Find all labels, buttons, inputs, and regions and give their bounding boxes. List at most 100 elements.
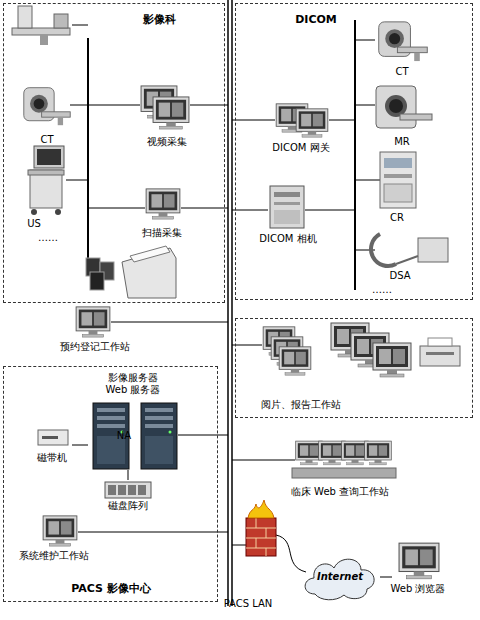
capture-node: 扫描采集	[140, 185, 190, 240]
xray-table-part	[18, 6, 32, 28]
disk-array	[105, 482, 151, 498]
cr-reader-part	[384, 184, 412, 202]
tape-node: 磁带机	[32, 422, 72, 468]
cr-reader	[380, 152, 416, 208]
clinical-workstations-part	[296, 441, 323, 465]
network-wires-part	[78, 532, 228, 533]
device-node: CT	[20, 82, 75, 148]
device-node: US	[20, 142, 75, 234]
dsa-c-arm-part	[371, 234, 396, 266]
disk-array-part	[105, 482, 151, 498]
cloud-shape	[305, 559, 374, 600]
network-wires-part	[70, 105, 88, 106]
browser-node: Web 浏览器	[392, 540, 448, 606]
ultrasound-cart-part	[28, 170, 64, 175]
dicom-camera-part	[274, 210, 300, 224]
cr-reader-part	[384, 174, 412, 178]
mr-scanner-part	[389, 99, 403, 113]
node-label: Internet	[317, 571, 363, 583]
dicom-camera-part	[274, 192, 300, 197]
node-label: MR	[394, 136, 410, 148]
clinical-workstations-part	[365, 441, 392, 465]
firewall	[246, 500, 276, 556]
node-label: US	[27, 218, 41, 230]
device-node: CR	[372, 150, 427, 225]
network-wires-part	[232, 210, 268, 211]
monitor-icon	[373, 343, 411, 377]
dicom-camera-part	[270, 186, 304, 228]
ct-scanner-icon	[379, 22, 428, 61]
dsa-c-arm-part	[396, 256, 418, 264]
workstation-node: 系统维护工作站	[14, 515, 94, 565]
ultrasound-cart-part	[55, 209, 61, 215]
free-label: NA	[117, 430, 131, 442]
network-wires-part	[88, 105, 140, 106]
network-wires-part	[232, 345, 262, 346]
network-wires-part	[87, 38, 89, 275]
dicom-camera	[270, 186, 304, 228]
ultrasound-cart-part	[37, 149, 61, 165]
node-label: 阅片、报告工作站	[261, 399, 341, 411]
ultrasound-cart-part	[30, 170, 62, 208]
device-node: DSA	[372, 228, 452, 284]
server-node: 影像服务器 Web 服务器	[88, 372, 178, 470]
tape-drive	[38, 430, 68, 445]
disk-array-part	[128, 485, 136, 495]
xray-table-part	[12, 28, 70, 35]
disk-array-part	[118, 485, 126, 495]
lan-backbone-part	[231, 0, 233, 606]
ultrasound-cart	[28, 146, 64, 215]
pacs-center-region: PACS 影像中心 影像服务器 Web 服务器磁带机磁盘阵列系统维护工作站	[3, 366, 218, 602]
node-label: CT	[395, 66, 408, 78]
free-label: PACS LAN	[224, 598, 273, 610]
reading-region: 阅片、报告工作站	[235, 318, 473, 418]
node-label: 影像科	[143, 14, 176, 26]
internet-cloud: Internet	[300, 552, 380, 602]
film-scanner-part	[90, 272, 104, 290]
network-wires-part	[355, 40, 375, 41]
node-label: 视频采集	[147, 136, 187, 148]
network-wires-part	[181, 208, 228, 209]
network-wires-part	[88, 208, 145, 209]
node-label: Web 浏览器	[391, 583, 446, 595]
printer-part	[426, 352, 454, 355]
device-node: MR	[372, 84, 434, 150]
mr-scanner-part	[376, 86, 416, 128]
dicom-camera-part	[274, 202, 300, 205]
clinical-workstations-part	[292, 468, 396, 478]
network-wires-part	[355, 105, 375, 106]
mr-scanner	[376, 86, 432, 128]
dsa-c-arm-part	[418, 238, 448, 262]
network-wires-part	[329, 120, 355, 121]
network-wires-part	[72, 25, 88, 26]
network-wires-part	[276, 535, 306, 572]
network-wires-part	[232, 545, 246, 546]
dsa-c-arm	[371, 234, 448, 266]
free-label: ……	[38, 232, 58, 244]
node-label: DICOM	[295, 14, 337, 26]
network-wires-part	[190, 105, 228, 106]
node-label: PACS 影像中心	[71, 583, 151, 595]
free-label: ……	[372, 284, 392, 296]
clinical-workstations	[292, 441, 396, 478]
monitor-icon	[399, 543, 439, 579]
ultrasound-cart-part	[34, 146, 64, 168]
network-wires-part	[355, 180, 380, 181]
node-label: 磁带机	[37, 452, 67, 464]
ct-scanner-icon	[24, 88, 70, 126]
monitor-icon	[296, 109, 328, 137]
film-scanner-part	[130, 246, 170, 262]
department-region: 影像科 CT US 视频采集扫描采集	[3, 3, 225, 303]
dicom-region: DICOMDICOM 网关CTMRDICOM 相机CRDSA	[235, 3, 473, 300]
server-tower	[141, 403, 177, 469]
disk-array-part	[108, 485, 116, 495]
device-node: CT	[372, 18, 434, 80]
network-wires-part	[66, 180, 88, 181]
disk-node: 磁盘阵列	[100, 480, 156, 514]
tape-drive-part	[38, 430, 68, 445]
capture-node: 视频采集	[135, 80, 200, 150]
node-label: 临床 Web 查询工作站	[291, 486, 389, 498]
